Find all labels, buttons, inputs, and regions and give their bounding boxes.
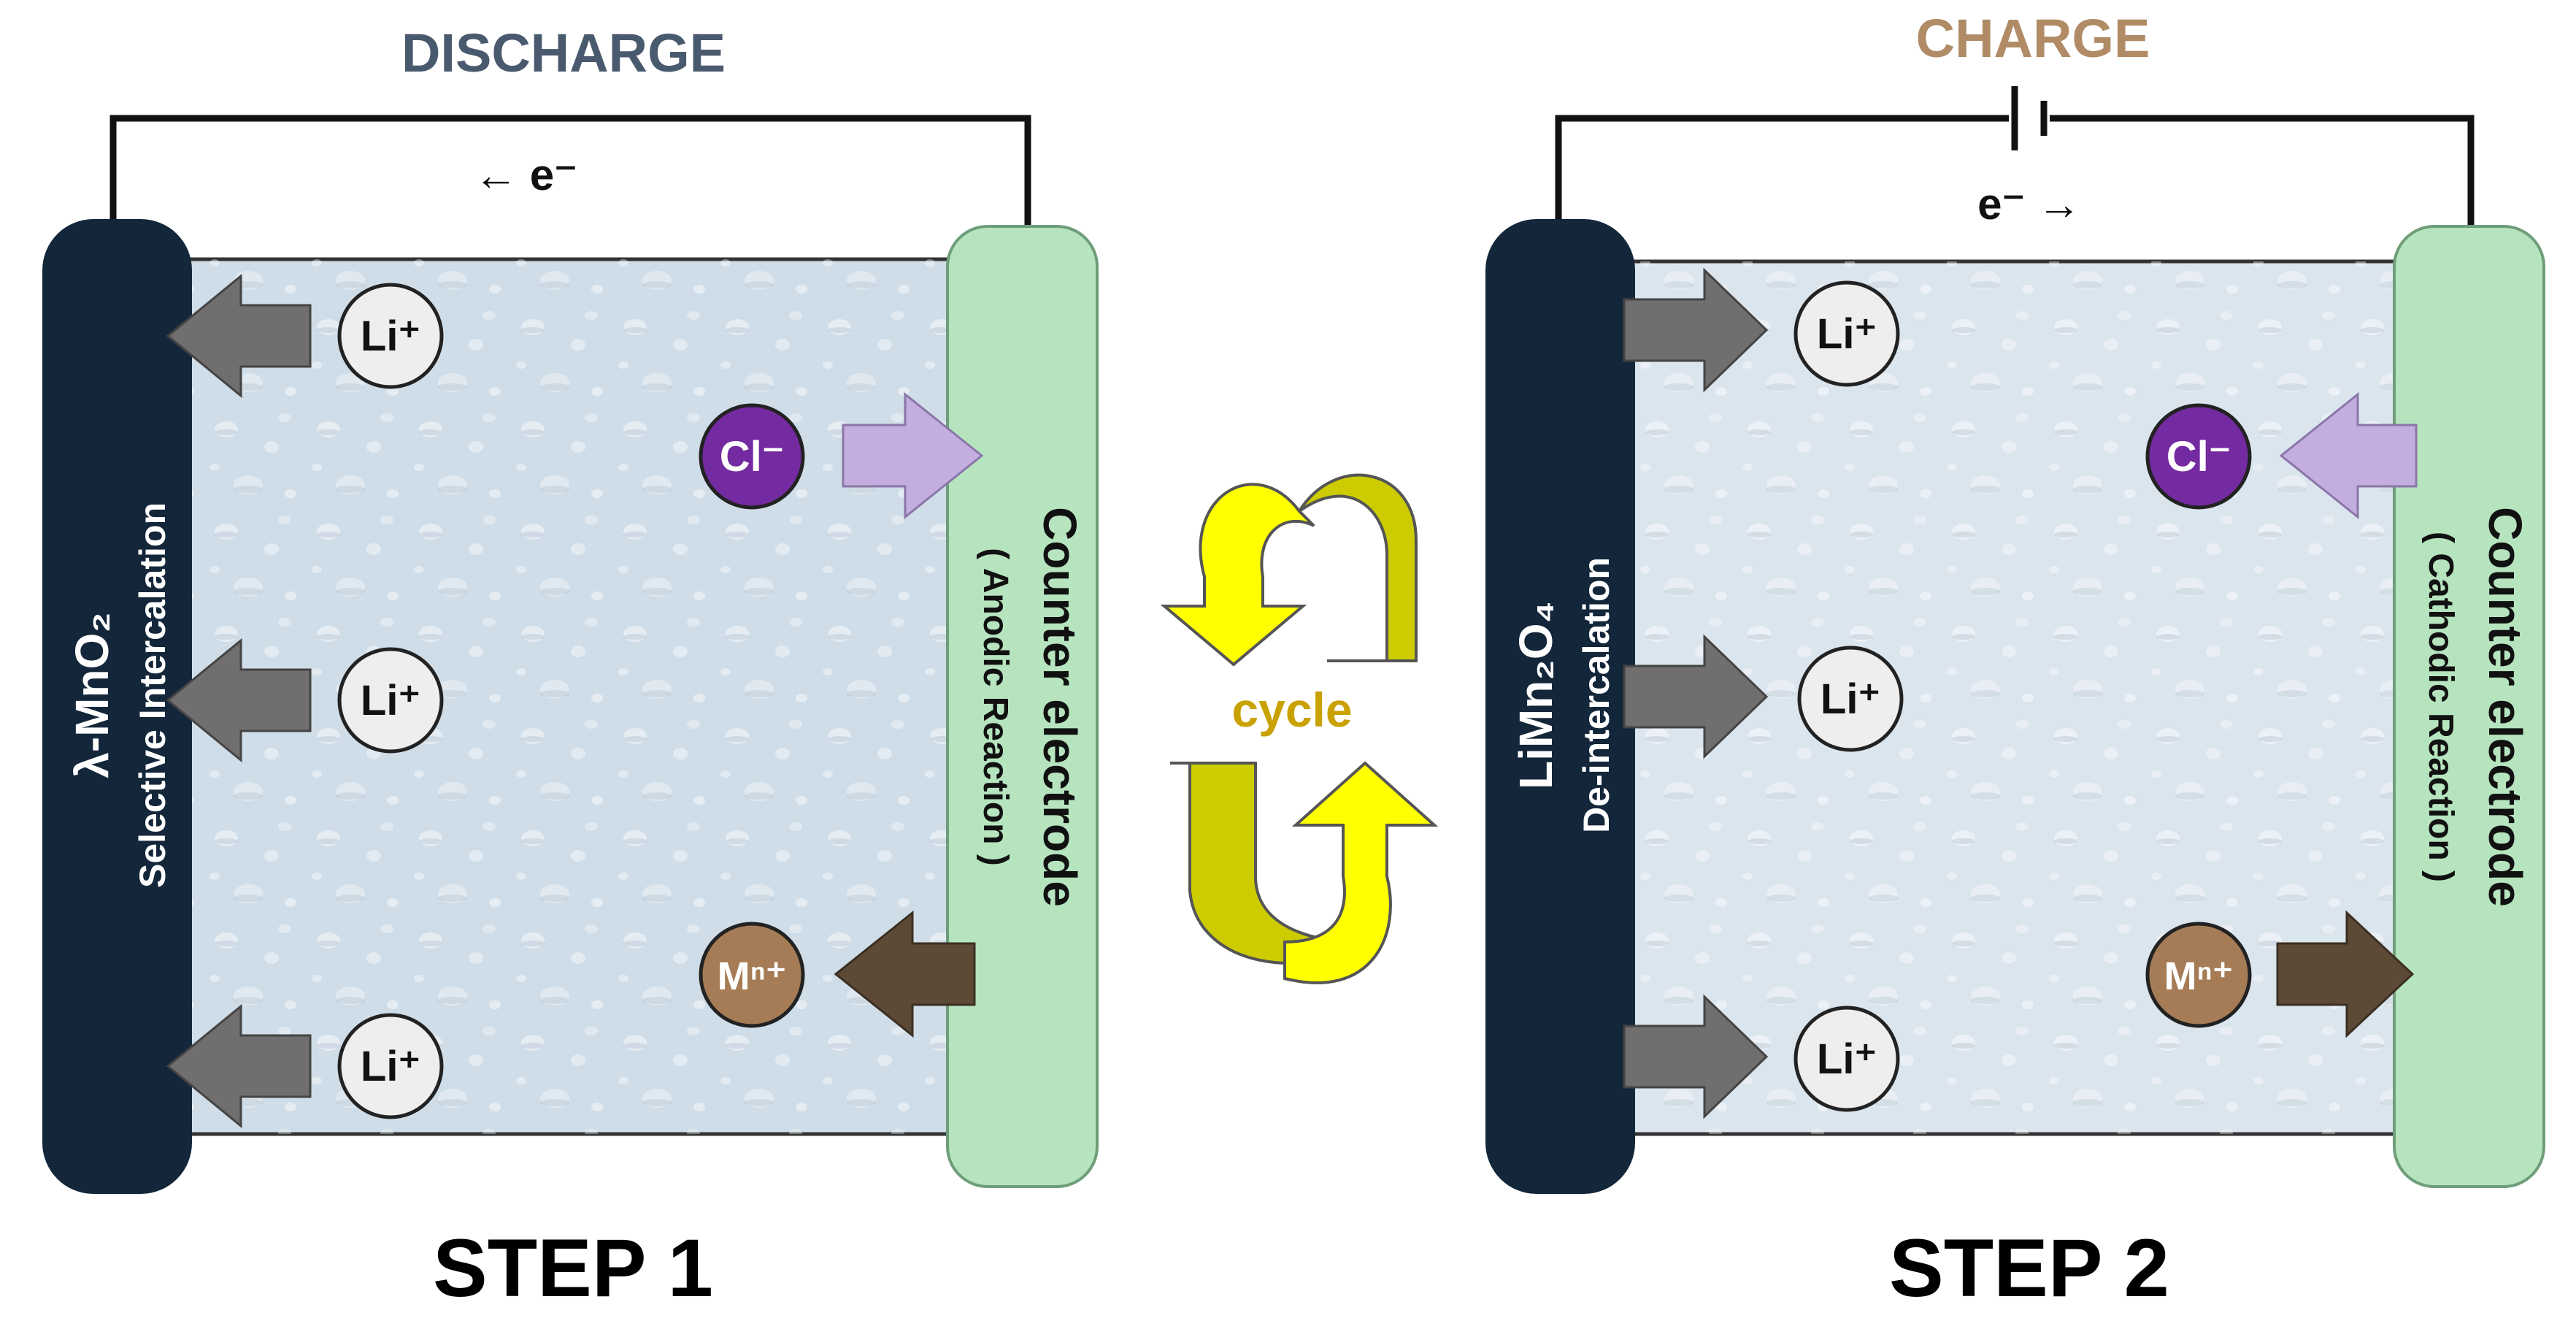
m-ion-label: Mⁿ⁺ <box>2164 954 2234 998</box>
li-ion <box>1797 646 1904 752</box>
step1-panel: DISCHARGE ← e⁻ λ-MnO₂ Selective Intercal… <box>42 23 1099 1314</box>
external-circuit-wire <box>109 115 1031 234</box>
li-deintercalation-arrow <box>1623 994 1769 1119</box>
left-electrode-formula: LiMn₂O₄ <box>1510 601 1562 789</box>
li-ion-label: Li⁺ <box>361 677 420 724</box>
li-ion-label: Li⁺ <box>1820 675 1880 723</box>
cl-ion-label: Cl⁻ <box>720 433 785 480</box>
cl-oxidation-arrow <box>842 391 984 520</box>
electron-flow-label: e⁻ → <box>1977 180 2081 229</box>
limn2o4-electrode <box>1485 219 1635 1194</box>
m-ion <box>2145 922 2252 1028</box>
li-deintercalation-arrow <box>1623 267 1769 393</box>
cl-reduction-arrow <box>2279 391 2418 520</box>
li-deintercalation-arrow <box>1623 634 1769 759</box>
cycle-arrow-right[interactable] <box>1283 761 1439 984</box>
li-ion <box>337 1013 444 1119</box>
discharge-title: DISCHARGE <box>401 23 726 83</box>
counter-electrode-reaction: ( Cathodic Reaction ) <box>2421 532 2460 882</box>
step2-panel: CHARGE e⁻ → LiMn₂O₄ De-intercalation Cou… <box>1485 8 2545 1314</box>
step2-label: STEP 2 <box>1889 1222 2169 1314</box>
left-electrode-description: De-intercalation <box>1576 557 1617 833</box>
lambda-mno2-electrode <box>42 219 192 1194</box>
li-intercalation-arrow <box>166 637 312 763</box>
counter-electrode-title: Counter electrode <box>1034 507 1086 907</box>
li-intercalation-arrow <box>166 273 312 399</box>
li-ion <box>337 647 444 754</box>
m-ion-release-arrow <box>834 910 976 1038</box>
li-ion <box>1793 1006 1900 1112</box>
external-circuit-wire <box>1555 115 2475 234</box>
step1-label: STEP 1 <box>433 1222 713 1314</box>
cycle-label: cycle <box>1231 683 1352 737</box>
m-ion <box>699 922 805 1028</box>
cycle-arrow-back <box>1298 473 1418 662</box>
cl-ion <box>699 403 805 510</box>
li-ion-label: Li⁺ <box>1817 310 1877 358</box>
li-ion-label: Li⁺ <box>361 313 420 360</box>
li-ion <box>1793 280 1900 387</box>
m-ion-label: Mⁿ⁺ <box>718 954 787 998</box>
cl-ion <box>2145 403 2252 510</box>
counter-electrode-reaction: ( Anodic Reaction ) <box>976 548 1015 866</box>
li-intercalation-arrow <box>166 1003 312 1129</box>
counter-electrode <box>946 225 1099 1188</box>
electron-flow-label: ← e⁻ <box>474 150 577 199</box>
left-electrode-formula: λ-MnO₂ <box>66 612 118 778</box>
cl-ion-label: Cl⁻ <box>2166 433 2231 480</box>
cycle-arrow-left[interactable] <box>1160 483 1315 667</box>
li-ion-label: Li⁺ <box>1817 1035 1877 1083</box>
m-ion-deposition-arrow <box>2276 910 2415 1038</box>
cycle-indicator: cycle <box>1160 473 1439 984</box>
counter-electrode-title: Counter electrode <box>2479 507 2531 907</box>
charge-title: CHARGE <box>1916 8 2150 69</box>
left-electrode-description: Selective Intercalation <box>132 502 173 888</box>
li-ion-label: Li⁺ <box>361 1043 420 1090</box>
li-ion <box>337 283 444 389</box>
counter-electrode <box>2393 225 2545 1188</box>
